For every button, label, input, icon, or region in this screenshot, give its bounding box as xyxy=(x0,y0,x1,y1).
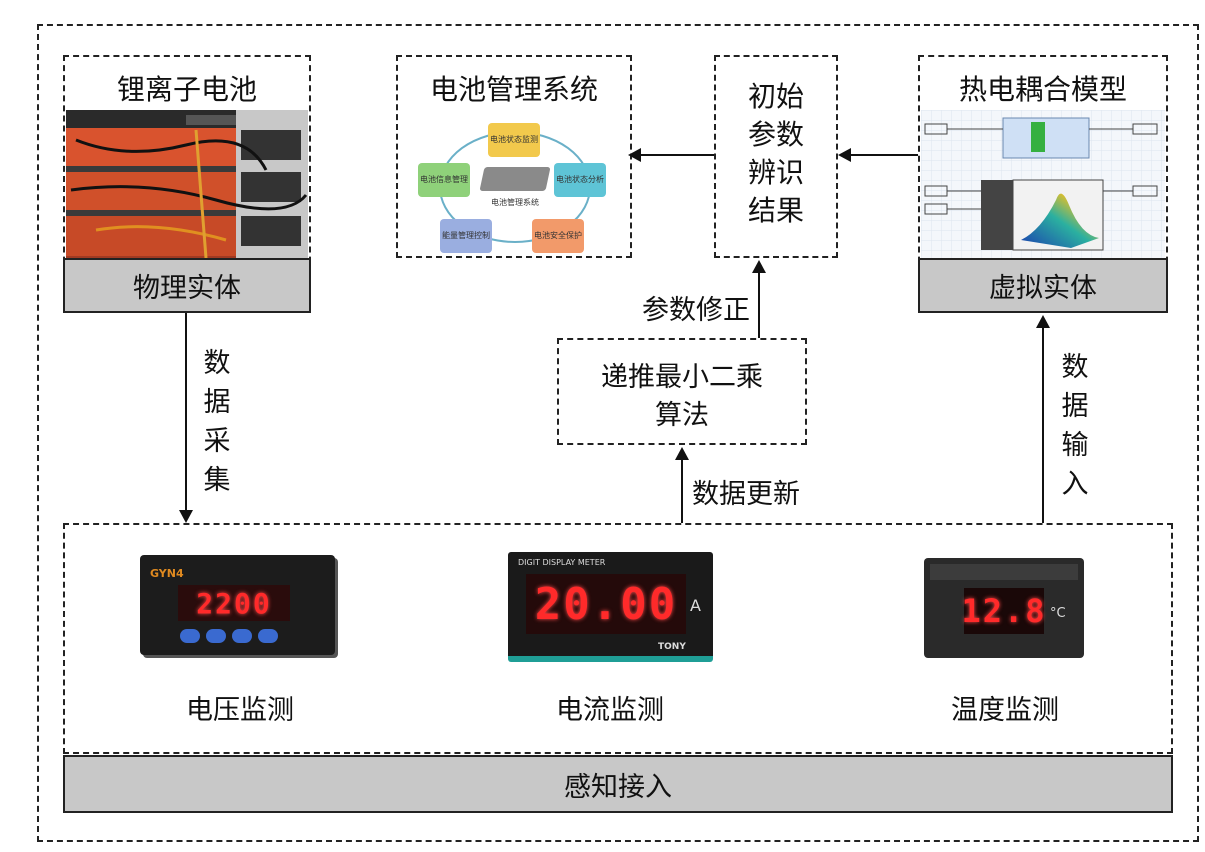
bms-controller-device xyxy=(479,167,551,191)
arrow-init-to-bms-head xyxy=(628,148,641,162)
edge-data-collect: 数 据 采 集 xyxy=(200,344,234,500)
bms-diagram: 电池状态监测 电池状态分析 电池安全保护 能量管理控制 电池信息管理 电池管理系… xyxy=(412,115,618,255)
temperature-top-strip xyxy=(930,564,1078,580)
bms-center-label: 电池管理系统 xyxy=(491,198,539,207)
temperature-label: 温度监测 xyxy=(951,695,1059,726)
arrow-rls-to-init xyxy=(758,272,760,338)
sensing-box xyxy=(63,523,1173,754)
temperature-unit: °C xyxy=(1050,606,1066,621)
voltage-reading: 2200 xyxy=(196,586,272,620)
edge-collect-char-4: 集 xyxy=(203,465,231,496)
virtual-entity-bar: 虚拟实体 xyxy=(918,258,1168,313)
edge-data-input: 数 据 输 入 xyxy=(1058,348,1092,504)
edge-collect-char-1: 数 xyxy=(203,348,231,379)
bms-title: 电池管理系统 xyxy=(429,73,598,106)
arrow-sensing-to-virtual-head xyxy=(1036,315,1050,328)
temperature-meter: 12.8 °C xyxy=(924,558,1084,658)
arrow-sensing-to-virtual xyxy=(1042,327,1044,523)
arrow-physical-to-sensing-head xyxy=(179,510,193,523)
edge-collect-char-2: 据 xyxy=(203,387,231,418)
init-char-4: 数 xyxy=(776,118,805,151)
virtual-title: 热电耦合模型 xyxy=(958,73,1127,106)
arrow-rls-to-init-head xyxy=(752,260,766,273)
bms-node-info: 电池信息管理 xyxy=(418,163,470,197)
rls-box xyxy=(557,338,807,445)
temperature-display: 12.8 xyxy=(961,588,1047,634)
voltage-label: 电压监测 xyxy=(186,695,294,726)
arrow-sensing-to-rls-head xyxy=(675,447,689,460)
arrow-virtual-to-init xyxy=(850,154,918,156)
current-meter-header: DIGIT DISPLAY METER xyxy=(518,558,606,567)
bms-node-safety: 电池安全保护 xyxy=(532,219,584,253)
init-char-7: 结 xyxy=(747,194,776,227)
edge-collect-char-3: 采 xyxy=(203,426,231,457)
physical-entity-bar: 物理实体 xyxy=(63,258,311,313)
voltage-display: 2200 xyxy=(178,585,290,621)
outer-frame xyxy=(37,24,1199,842)
thermo-model-screenshot xyxy=(921,110,1165,258)
arrow-sensing-to-rls xyxy=(681,459,683,523)
sensing-bar: 感知接入 xyxy=(63,755,1173,813)
bms-node-monitor: 电池状态监测 xyxy=(488,123,540,157)
physical-title: 锂离子电池 xyxy=(116,73,257,106)
edge-input-char-3: 输 xyxy=(1061,430,1089,461)
voltage-meter: GYN4 2200 xyxy=(140,555,335,655)
init-char-5: 辨 xyxy=(747,156,776,189)
temperature-reading: 12.8 xyxy=(961,592,1047,630)
current-unit: A xyxy=(690,596,701,615)
init-char-6: 识 xyxy=(776,156,805,189)
init-char-8: 果 xyxy=(776,194,805,227)
current-display: 20.00 xyxy=(526,574,686,634)
edge-input-char-1: 数 xyxy=(1061,352,1089,383)
voltage-buttons xyxy=(180,629,290,645)
current-reading: 20.00 xyxy=(534,578,678,630)
arrow-init-to-bms xyxy=(640,154,714,156)
bms-node-energy: 能量管理控制 xyxy=(440,219,492,253)
init-params-text: 初始 参数 辨识 结果 xyxy=(714,78,838,230)
edge-param-correction: 参数修正 xyxy=(642,295,750,326)
edge-input-char-4: 入 xyxy=(1061,469,1089,500)
current-meter: DIGIT DISPLAY METER 20.00 A TONY xyxy=(508,552,713,662)
current-logo: TONY xyxy=(658,642,686,652)
arrow-physical-to-sensing xyxy=(185,313,187,510)
current-label: 电流监测 xyxy=(556,695,664,726)
rls-line2: 算法 xyxy=(655,400,709,431)
init-params-box xyxy=(714,55,838,258)
edge-input-char-2: 据 xyxy=(1061,391,1089,422)
edge-data-update: 数据更新 xyxy=(692,479,800,510)
bms-node-analysis: 电池状态分析 xyxy=(554,163,606,197)
rls-line1: 递推最小二乘 xyxy=(601,362,763,393)
voltage-brand: GYN4 xyxy=(150,567,184,580)
battery-rack-photo xyxy=(66,110,308,258)
init-char-2: 始 xyxy=(776,80,805,113)
init-char-3: 参 xyxy=(747,118,776,151)
arrow-virtual-to-init-head xyxy=(838,148,851,162)
init-char-1: 初 xyxy=(747,80,776,113)
